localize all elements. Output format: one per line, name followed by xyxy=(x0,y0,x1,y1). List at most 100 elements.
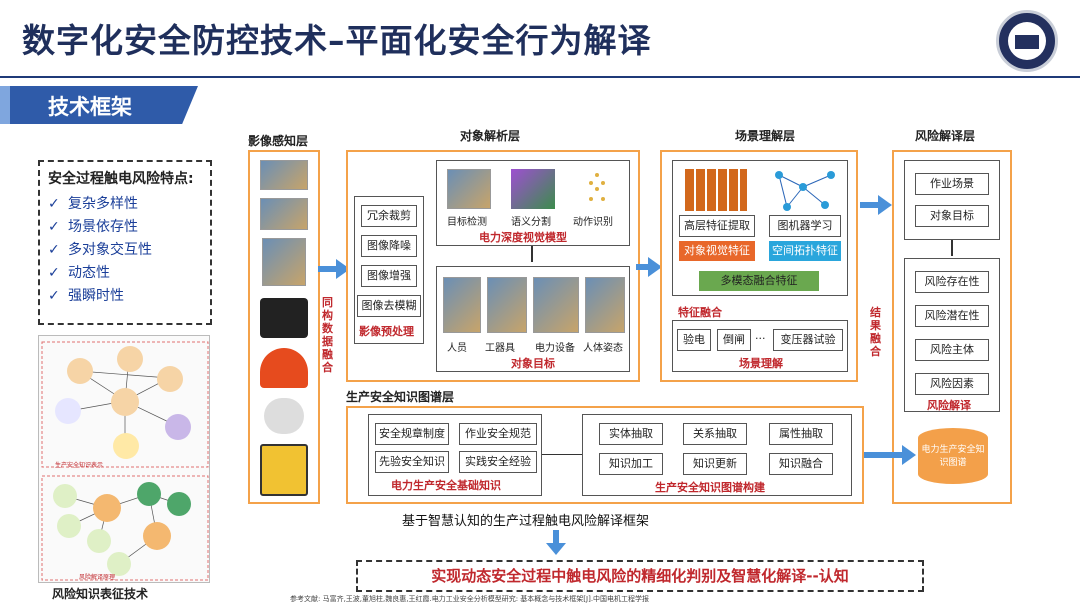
knowledge-base-item: 先验安全知识 xyxy=(375,451,449,473)
preprocess-step: 图像增强 xyxy=(361,265,417,287)
knowledge-build-label: 生产安全知识图谱构建 xyxy=(655,479,765,495)
kg-node xyxy=(67,358,93,384)
risk-input-box: 作业场景 对象目标 xyxy=(904,160,1000,240)
dome-camera-image xyxy=(264,398,304,434)
kg-node xyxy=(165,414,191,440)
target-item: 人体姿态 xyxy=(583,339,623,354)
substation-image xyxy=(260,198,308,230)
risk-input-item: 作业场景 xyxy=(915,173,989,195)
kg-node xyxy=(137,482,161,506)
vision-model-label: 电力深度视觉模型 xyxy=(479,229,567,245)
feature-fusion-label: 特征融合 xyxy=(678,304,722,320)
kg-node xyxy=(113,433,139,459)
knowledge-base-item: 作业安全规范 xyxy=(459,423,537,445)
kg-node xyxy=(53,484,77,508)
extract-label: 高层特征提取 xyxy=(679,215,755,237)
vision-model-box: 目标检测 语义分割 动作识别 电力深度视觉模型 xyxy=(436,160,630,246)
check-icon: ✓ xyxy=(48,242,68,258)
header-divider xyxy=(0,76,1080,78)
arrow-head xyxy=(902,445,916,465)
preprocess-step: 图像去模糊 xyxy=(357,295,421,317)
feature-item: ✓强瞬时性 xyxy=(48,285,202,305)
layer-title-object: 对象解析层 xyxy=(460,127,520,144)
feature-item: ✓复杂多样性 xyxy=(48,193,202,213)
knowledge-base-box: 安全规章制度 作业安全规范 先验安全知识 实践安全经验 电力生产安全基础知识 xyxy=(368,414,542,496)
conclusion-box: 实现动态安全过程中触电风险的精细化判别及智慧化解译--认知 xyxy=(356,560,924,592)
target-item: 人员 xyxy=(447,339,467,354)
risk-features-box: 安全过程触电风险特点: ✓复杂多样性 ✓场景依存性 ✓多对象交互性 ✓动态性 ✓… xyxy=(38,160,212,325)
segmentation-image xyxy=(511,169,555,209)
target-item: 电力设备 xyxy=(535,339,575,354)
scene-task: 倒闸 xyxy=(717,329,751,351)
extract-label: 图机器学习 xyxy=(769,215,841,237)
knowledge-graph-panel: 生产安全知识表示 风险解译原理 xyxy=(38,335,210,583)
vision-task: 动作识别 xyxy=(573,213,613,228)
check-icon: ✓ xyxy=(48,196,68,212)
targets-label: 对象目标 xyxy=(511,355,555,371)
target-image-person xyxy=(443,277,481,333)
pose-image xyxy=(577,169,617,209)
inspection-device-image xyxy=(260,444,308,496)
check-icon: ✓ xyxy=(48,219,68,235)
check-icon: ✓ xyxy=(48,265,68,281)
kg-bottom-label: 风险解译原理 xyxy=(79,572,115,581)
arrow-right-thin xyxy=(542,454,582,455)
knowledge-base-item: 实践安全经验 xyxy=(459,451,537,473)
kg-node xyxy=(87,529,111,553)
framework-caption: 基于智慧认知的生产过程触电风险解译框架 xyxy=(402,510,649,529)
kg-node xyxy=(117,346,143,372)
features-heading: 安全过程触电风险特点: xyxy=(48,168,202,188)
kg-node xyxy=(157,366,183,392)
cnn-layers-image xyxy=(685,169,747,211)
fusion-label: 同构数据融合 xyxy=(322,296,336,374)
knowledge-build-item: 知识融合 xyxy=(769,453,833,475)
arrow-down xyxy=(553,530,559,544)
scene-understanding-box: 验电 倒闸 ... 变压器试验 场景理解 xyxy=(672,320,848,372)
kg-node xyxy=(167,492,191,516)
arrow-right xyxy=(860,202,880,208)
knowledge-build-item: 知识更新 xyxy=(683,453,747,475)
smart-helmet-image xyxy=(260,348,308,388)
vision-task: 语义分割 xyxy=(511,213,551,228)
scene-understanding-label: 场景理解 xyxy=(739,355,783,371)
risk-output-item: 风险主体 xyxy=(915,339,989,361)
kg-node xyxy=(143,522,171,550)
topology-feature-tag: 空间拓扑特征 xyxy=(769,241,841,261)
layer-title-risk: 风险解译层 xyxy=(915,127,975,144)
layer-title-knowledge: 生产安全知识图谱层 xyxy=(346,388,454,405)
feature-item: ✓场景依存性 xyxy=(48,216,202,236)
risk-output-item: 风险潜在性 xyxy=(915,305,989,327)
banner-accent xyxy=(0,86,10,124)
feature-extraction-box: 高层特征提取 图机器学习 对象视觉特征 空间拓扑特征 多模态融合特征 xyxy=(672,160,848,296)
scene-task-ellipsis: ... xyxy=(755,329,766,342)
detection-image xyxy=(447,169,491,209)
preprocess-label: 影像预处理 xyxy=(359,323,414,339)
kg-node xyxy=(55,398,81,424)
layer-title-scene: 场景理解层 xyxy=(735,127,795,144)
target-image-tools xyxy=(487,277,527,333)
arrow-down xyxy=(951,240,953,256)
university-logo xyxy=(996,10,1058,72)
visual-feature-tag: 对象视觉特征 xyxy=(679,241,755,261)
arrow-right xyxy=(864,452,904,458)
camera-image xyxy=(260,160,308,190)
layer-title-perception: 影像感知层 xyxy=(248,132,308,149)
target-image-equipment xyxy=(533,277,579,333)
targets-box: 人员 工器具 电力设备 人体姿态 对象目标 xyxy=(436,266,630,372)
knowledge-build-item: 知识加工 xyxy=(599,453,663,475)
risk-output-item: 风险因素 xyxy=(915,373,989,395)
scene-task: 验电 xyxy=(677,329,711,351)
knowledge-base-label: 电力生产安全基础知识 xyxy=(391,477,501,493)
tripod-camera-image xyxy=(262,238,306,286)
preprocess-box: 冗余裁剪 图像降噪 图像增强 图像去模糊 影像预处理 xyxy=(354,196,424,344)
check-icon: ✓ xyxy=(48,288,68,304)
result-fusion-label: 结果融合 xyxy=(870,306,884,358)
fusion-feature-tag: 多模态融合特征 xyxy=(699,271,819,291)
knowledge-build-box: 实体抽取 关系抽取 属性抽取 知识加工 知识更新 知识融合 生产安全知识图谱构建 xyxy=(582,414,852,496)
arrow-right xyxy=(318,266,338,272)
section-banner: 技术框架 xyxy=(0,86,198,124)
preprocess-step: 图像降噪 xyxy=(361,235,417,257)
vision-task: 目标检测 xyxy=(447,213,487,228)
feature-item: ✓动态性 xyxy=(48,262,202,282)
knowledge-panel-caption: 风险知识表征技术 xyxy=(52,585,148,602)
